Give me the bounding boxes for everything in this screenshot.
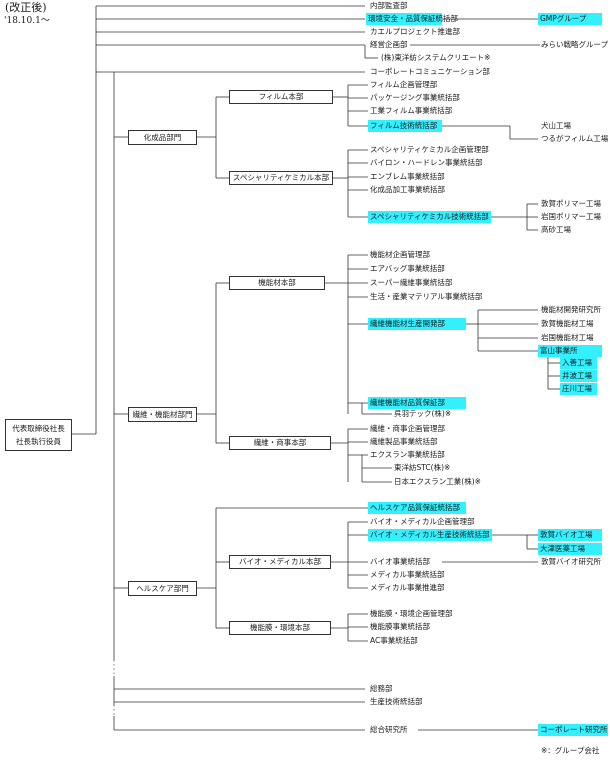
trade-planning: 繊維・商事企画管理部 bbox=[370, 424, 445, 433]
mirai-strategy: みらい戦略グループ bbox=[541, 40, 609, 49]
film-tech: フィルム技術統括部 bbox=[368, 120, 442, 132]
gmp-group: GMPグループ bbox=[538, 13, 602, 25]
general-affairs: 総務部 bbox=[370, 684, 393, 693]
production-tech: 生産技術統括部 bbox=[370, 697, 423, 706]
kureha-tech: 呉羽テック(株)※ bbox=[394, 409, 452, 418]
exlan: エクスラン事業統括部 bbox=[370, 450, 445, 459]
nyuzen-plant: 入善工場 bbox=[560, 357, 597, 369]
fiber-products: 繊維製品事業統括部 bbox=[370, 437, 438, 446]
bio-medical-hq-box: バイオ・メディカル本部 bbox=[229, 555, 331, 569]
kaeru-project: カエルプロジェクト推進部 bbox=[370, 27, 460, 36]
functional-materials-hq-box: 機能材本部 bbox=[229, 276, 325, 290]
otsu-medical-plant: 大津医薬工場 bbox=[538, 543, 602, 555]
toyama-office: 富山事業所 bbox=[538, 345, 602, 357]
medical-promo: メディカル事業推進部 bbox=[370, 583, 445, 592]
root-title-line2: 社長執行役員 bbox=[16, 437, 61, 446]
corp-comm: コーポレートコミュニケーション部 bbox=[370, 67, 490, 76]
membrane-env-hq-box: 機能膜・環境本部 bbox=[229, 621, 331, 635]
bio-prod-tech: バイオ・メディカル生産技術統括部 bbox=[368, 529, 492, 541]
tsuruga-func-plant: 敦賀機能材工場 bbox=[541, 319, 594, 328]
vylon-hardlen: バイロン・ハードレン事業統括部 bbox=[370, 158, 483, 167]
func-planning: 機能材企画管理部 bbox=[370, 250, 430, 259]
film-hq-box: フィルム本部 bbox=[229, 90, 333, 104]
chart-title: (改正後) bbox=[5, 1, 47, 14]
film-packaging: パッケージング事業統括部 bbox=[370, 93, 460, 102]
corporate-research: コーポレート研究所 bbox=[538, 724, 608, 736]
healthcare-division-box: ヘルスケア部門 bbox=[128, 581, 197, 596]
inami-plant: 井波工場 bbox=[560, 370, 597, 382]
func-lab: 機能材開発研究所 bbox=[541, 305, 601, 314]
medical-business: メディカル事業統括部 bbox=[370, 570, 445, 579]
group-company-note: ※：グループ会社 bbox=[541, 746, 600, 755]
ac-business: AC事業統括部 bbox=[370, 636, 418, 645]
fiber-qa: 繊維機能材品質保証部 bbox=[368, 397, 466, 409]
env-safety-qa: 環境安全・品質保証統括部 bbox=[366, 13, 458, 25]
specialty-tech: スペシャリティケミカル技術統括部 bbox=[368, 211, 491, 223]
mgmt-planning: 経営企画部 bbox=[370, 40, 408, 49]
iwakuni-polymer-plant: 岩国ポリマー工場 bbox=[541, 212, 601, 221]
film-planning: フィルム企画管理部 bbox=[370, 80, 438, 89]
takasago-plant: 高砂工場 bbox=[541, 225, 571, 234]
tsuruga-film-plant: つるがフィルム工場 bbox=[541, 134, 609, 143]
specialty-planning: スペシャリティケミカル企画管理部 bbox=[370, 145, 489, 154]
fiber-division-box: 繊維・機能材部門 bbox=[128, 407, 197, 422]
fiber-prod-dev: 繊維機能材生産開発部 bbox=[368, 318, 466, 330]
research-institute: 総合研究所 bbox=[370, 725, 408, 734]
tsuruga-bio-plant: 敦賀バイオ工場 bbox=[538, 529, 602, 541]
toyobo-stc: 東洋紡STC(株)※ bbox=[394, 463, 451, 472]
emblem: エンブレム事業統括部 bbox=[370, 172, 445, 181]
bio-business: バイオ事業統括部 bbox=[370, 557, 430, 566]
healthcare-qa: ヘルスケア品質保証統括部 bbox=[368, 502, 466, 514]
chemical-processing: 化成品加工事業統括部 bbox=[370, 185, 445, 194]
fiber-trading-hq-box: 繊維・商事本部 bbox=[229, 436, 331, 450]
japan-exlan: 日本エクスラン工業(株)※ bbox=[394, 477, 481, 486]
effective-date: '18.10.1～ bbox=[4, 16, 50, 26]
iwakuni-func-plant: 岩国機能材工場 bbox=[541, 333, 594, 342]
inuyama-plant: 犬山工場 bbox=[541, 121, 571, 130]
bio-planning: バイオ・メディカル企画管理部 bbox=[370, 517, 475, 526]
film-industrial: 工業フィルム事業統括部 bbox=[370, 106, 453, 115]
root-title-line1: 代表取締役社長 bbox=[12, 424, 65, 433]
toyobo-system: (株)東洋紡システムクリエート※ bbox=[381, 53, 491, 62]
tsuruga-bio-lab: 敦賀バイオ研究所 bbox=[541, 557, 601, 566]
tsuruga-polymer-plant: 敦賀ポリマー工場 bbox=[541, 199, 601, 208]
specialty-chemical-hq-box: スペシャリティケミカル本部 bbox=[229, 171, 333, 185]
internal-audit: 内部監査部 bbox=[370, 1, 408, 10]
chemical-division-box: 化成品部門 bbox=[128, 130, 197, 145]
airbag: エアバッグ事業統括部 bbox=[370, 264, 445, 273]
membrane-planning: 機能膜・環境企画管理部 bbox=[370, 609, 453, 618]
shogawa-plant: 庄川工場 bbox=[560, 383, 597, 395]
root-box: 代表取締役社長 社長執行役員 bbox=[5, 419, 72, 451]
super-fiber: スーパー繊維事業統括部 bbox=[370, 278, 453, 287]
membrane-business: 機能膜事業統括部 bbox=[370, 622, 430, 631]
living-industrial: 生活・産業マテリアル事業統括部 bbox=[370, 292, 483, 301]
